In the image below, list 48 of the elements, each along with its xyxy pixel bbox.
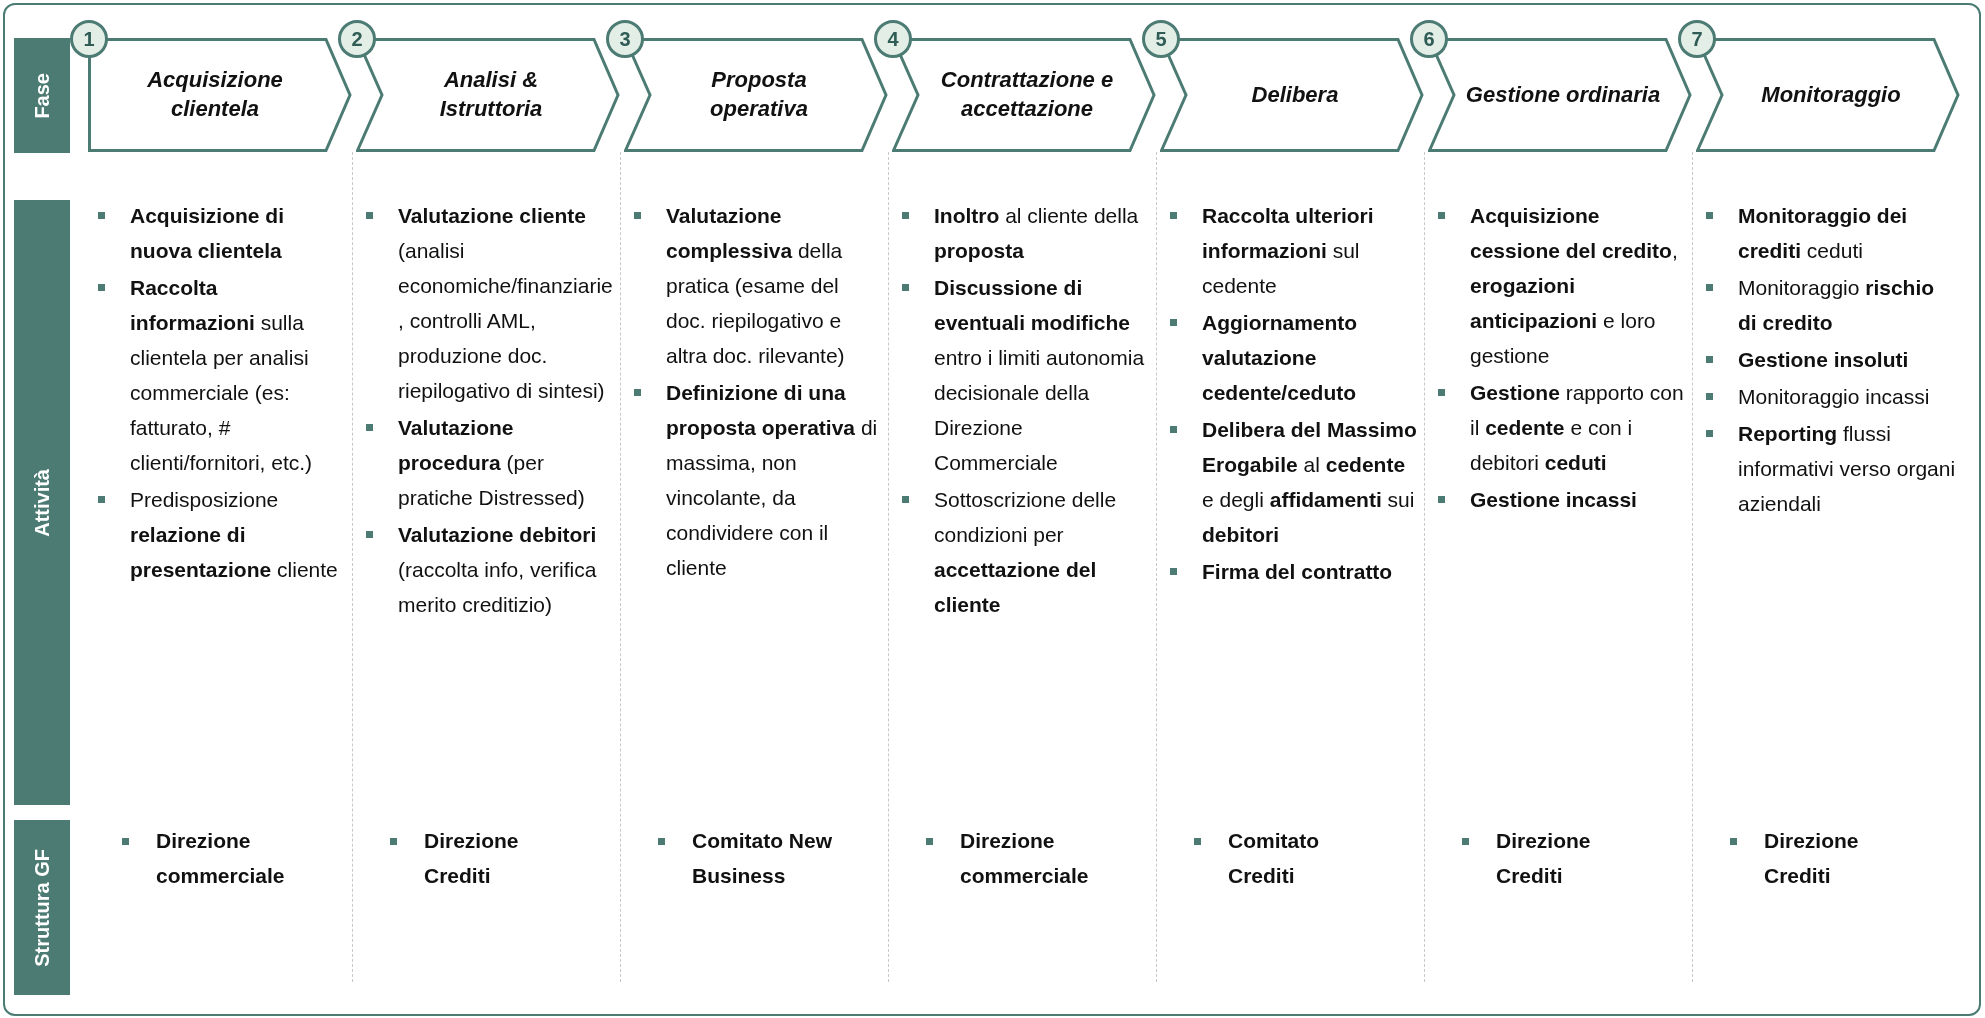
activity-text: Gestione insoluti	[1738, 347, 1910, 373]
step-number: 3	[606, 20, 644, 58]
step-number: 4	[874, 20, 912, 58]
phase-title: Proposta operativa	[709, 66, 809, 123]
phase-title: Analisi & Istruttoria	[438, 66, 544, 123]
phase-title: Delibera	[1250, 80, 1340, 109]
activity-text: Valutazione debitori (raccolta info, verifica merito creditizio)	[398, 522, 598, 618]
row-header-text: Attività	[30, 468, 54, 537]
activity-text: Firma del contratto	[1202, 559, 1394, 585]
structure-text: Comitato Crediti	[1228, 828, 1320, 889]
activity-text: Raccolta informazioni sulla clientela per analisi commerciale (es: fatturato, # clienti/fornitori, etc.)	[130, 275, 314, 476]
structure-text: Direzione Crediti	[424, 828, 520, 889]
step-number: 7	[1678, 20, 1716, 58]
phase-title: Acquisizione clientela	[146, 66, 284, 123]
row-header-text: Fase	[30, 72, 54, 119]
structure-text: Direzione Crediti	[1764, 828, 1860, 889]
row-header-text: Struttura GF	[30, 848, 54, 967]
activity-text: Gestione incassi	[1470, 487, 1638, 513]
activity-text: Acquisizione di nuova clientela	[130, 203, 285, 264]
activity-text: Inoltro al cliente della proposta	[934, 203, 1140, 264]
activity-text: Raccolta ulteriori informazioni sul cedente	[1202, 203, 1375, 299]
activity-text: Monitoraggio rischio di credito	[1738, 275, 1936, 336]
phase-title: Gestione ordinaria	[1464, 80, 1662, 109]
phase-title: Contrattazione e accettazione	[939, 66, 1115, 123]
activity-text: Valutazione complessiva della pratica (esame del doc. riepilogativo e altra doc. rilevante)	[666, 203, 846, 369]
activity-text: Valutazione procedura (per pratiche Distressed)	[398, 415, 586, 511]
structure-text: Direzione commerciale	[156, 828, 286, 889]
step-number: 2	[338, 20, 376, 58]
structure-text: Direzione Crediti	[1496, 828, 1592, 889]
structure-text: Direzione commerciale	[960, 828, 1090, 889]
step-number: 1	[70, 20, 108, 58]
step-number: 5	[1142, 20, 1180, 58]
row-header-band	[14, 38, 70, 153]
row-header-band	[14, 820, 70, 995]
phase-title: Monitoraggio	[1760, 80, 1902, 109]
activity-text: Delibera del Massimo Erogabile al cedente e degli affidamenti sui debitori	[1202, 417, 1418, 548]
activity-text: Discussione di eventuali modifiche entro i limiti autonomia decisionale della Direzione Commerciale	[934, 275, 1146, 476]
row-header-band	[14, 200, 70, 805]
activity-text: Sottoscrizione delle condizioni per accettazione del cliente	[934, 487, 1118, 618]
activity-text: Reporting flussi informativi verso organi aziendali	[1738, 421, 1956, 517]
activity-text: Gestione rapporto con il cedente e con i debitori ceduti	[1470, 380, 1685, 476]
activity-text: Definizione di una proposta operativa di massima, non vincolante, da condividere con il cliente	[666, 380, 879, 581]
structure-text: Comitato New Business	[692, 828, 832, 889]
step-number: 6	[1410, 20, 1448, 58]
activity-text: Predisposizione relazione di presentazione cliente	[130, 487, 339, 583]
activity-text: Aggiornamento valutazione cedente/ceduto	[1202, 310, 1359, 406]
activity-text: Monitoraggio incassi	[1738, 384, 1931, 410]
activity-text: Valutazione cliente (analisi economiche/finanziarie, controlli AML, produzione doc. riepilogativo di sintesi)	[398, 203, 614, 404]
